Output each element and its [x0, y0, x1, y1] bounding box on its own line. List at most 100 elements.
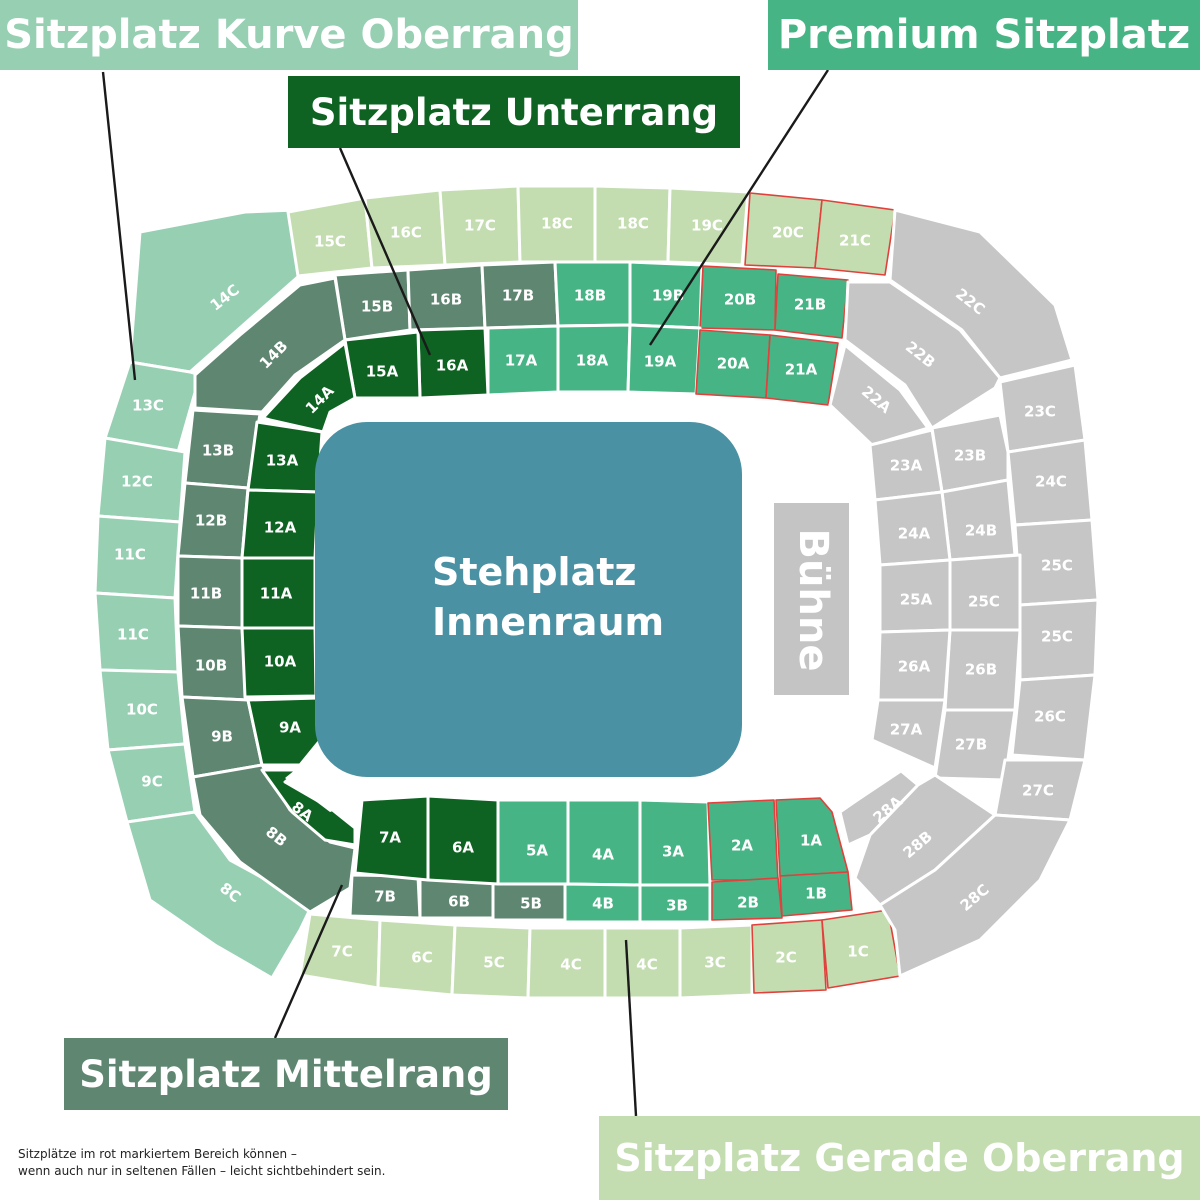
block-4a[interactable] — [566, 798, 642, 887]
block-label-15a: 15A — [366, 363, 399, 381]
block-label-16b: 16B — [430, 291, 462, 309]
block-label-21c: 21C — [839, 232, 871, 250]
block-label-5a: 5A — [526, 842, 548, 860]
block-14a[interactable] — [261, 341, 357, 434]
block-label-5c: 5C — [483, 954, 504, 972]
block-label-9c: 9C — [141, 773, 162, 791]
block-21a[interactable] — [765, 334, 839, 406]
block-label-12c: 12C — [121, 473, 153, 491]
block-label-13b: 13B — [202, 442, 234, 460]
block-label-19a: 19A — [644, 353, 677, 371]
block-label-4b: 4B — [592, 895, 614, 913]
legend-kurve-oberrang-label: Sitzplatz Kurve Oberrang — [4, 12, 574, 58]
block-label-4c: 4C — [560, 956, 581, 974]
leader-mittelrang — [273, 884, 344, 1039]
block-8c[interactable] — [125, 810, 314, 980]
block-label-24a: 24A — [898, 525, 931, 543]
leader-gerade-oberrang — [624, 939, 638, 1117]
block-label-11a: 11A — [260, 585, 293, 603]
block-label-18c: 18C — [541, 215, 573, 233]
block-label-23b: 23B — [954, 447, 986, 465]
block-label-25c: 25C — [968, 593, 1000, 611]
corner-gap-east — [842, 742, 905, 812]
block-label-12a: 12A — [264, 519, 297, 537]
block-label-23a: 23A — [890, 457, 923, 475]
block-label-21b: 21B — [794, 296, 826, 314]
block-label-1a: 1A — [800, 832, 822, 850]
block-label-26b: 26B — [965, 661, 997, 679]
block-27a[interactable] — [870, 698, 947, 770]
block-13c[interactable] — [103, 360, 202, 454]
sichtbehinderung-hinweis: Sitzplätze im rot markiertem Bereich kön… — [18, 1146, 578, 1180]
legend-premium: Premium Sitzplatz — [768, 0, 1200, 70]
block-9a[interactable] — [246, 696, 324, 767]
block-label-15b: 15B — [361, 298, 393, 316]
block-label-27c: 27C — [1022, 782, 1054, 800]
block-2b[interactable] — [711, 877, 783, 921]
block-label-16a: 16A — [436, 357, 469, 375]
legend-leader-lines — [101, 69, 830, 1117]
block-1b[interactable] — [779, 871, 853, 917]
block-3b[interactable] — [638, 883, 712, 924]
block-label-20a: 20A — [717, 355, 750, 373]
block-label-3b: 3B — [666, 897, 688, 915]
innenraum-area[interactable] — [315, 422, 742, 777]
block-label-10c: 10C — [126, 701, 158, 719]
block-label-19b: 19B — [652, 287, 684, 305]
block-22c[interactable] — [888, 208, 1074, 380]
block-label-6b: 6B — [448, 893, 470, 911]
block-label-26c: 26C — [1034, 708, 1066, 726]
block-label-11b: 11B — [190, 585, 222, 603]
block-21c[interactable] — [814, 199, 896, 276]
innenraum-label-line1: Stehplatz — [432, 550, 637, 594]
block-label-17c: 17C — [464, 217, 496, 235]
block-label-10b: 10B — [195, 657, 227, 675]
block-label-23c: 23C — [1024, 403, 1056, 421]
leader-unterrang — [338, 147, 432, 356]
block-label-11c: 11C — [117, 626, 149, 644]
block-28c[interactable] — [878, 813, 1072, 978]
block-label-7b: 7B — [374, 888, 396, 906]
buehne-label: Bühne — [790, 528, 836, 671]
block-label-3a: 3A — [662, 843, 684, 861]
block-label-16c: 16C — [390, 224, 422, 242]
block-label-27b: 27B — [955, 736, 987, 754]
block-label-2c: 2C — [775, 949, 796, 967]
block-1a[interactable] — [775, 797, 849, 877]
block-label-2b: 2B — [737, 894, 759, 912]
legend-mittelrang-label: Sitzplatz Mittelrang — [79, 1052, 493, 1096]
block-21b[interactable] — [774, 273, 849, 339]
block-3c[interactable] — [678, 923, 754, 1000]
legend-unterrang-label: Sitzplatz Unterrang — [309, 90, 719, 134]
block-label-25a: 25A — [900, 591, 933, 609]
legend-gerade-oberrang: Sitzplatz Gerade Oberrang — [599, 1116, 1200, 1200]
block-label-26a: 26A — [898, 658, 931, 676]
block-22b[interactable] — [843, 280, 1002, 430]
leader-kurve-oberrang — [101, 71, 137, 381]
block-2c[interactable] — [751, 919, 827, 994]
block-label-18a: 18A — [576, 352, 609, 370]
block-label-15c: 15C — [314, 233, 346, 251]
block-label-4a: 4A — [592, 846, 614, 864]
block-label-24c: 24C — [1035, 473, 1067, 491]
block-label-9b: 9B — [211, 728, 233, 746]
block-label-24b: 24B — [965, 522, 997, 540]
block-19c[interactable] — [666, 186, 750, 267]
block-label-17a: 17A — [505, 352, 538, 370]
legend-kurve-oberrang: Sitzplatz Kurve Oberrang — [0, 0, 578, 70]
block-label-5b: 5B — [520, 895, 542, 913]
block-label-9a: 9A — [279, 719, 301, 737]
block-label-7c: 7C — [331, 943, 352, 961]
buehne-stage — [774, 503, 849, 695]
block-label-2a: 2A — [731, 837, 753, 855]
block-label-11c: 11C — [114, 546, 146, 564]
block-label-13c: 13C — [132, 397, 164, 415]
seating-sections — [93, 184, 1100, 1000]
legend-unterrang: Sitzplatz Unterrang — [288, 76, 740, 148]
block-label-25c: 25C — [1041, 557, 1073, 575]
block-24b[interactable] — [940, 478, 1017, 562]
block-label-12b: 12B — [195, 512, 227, 530]
hinweis-zeile-2: wenn auch nur in seltenen Fällen – leich… — [18, 1164, 386, 1178]
block-label-20b: 20B — [724, 291, 756, 309]
